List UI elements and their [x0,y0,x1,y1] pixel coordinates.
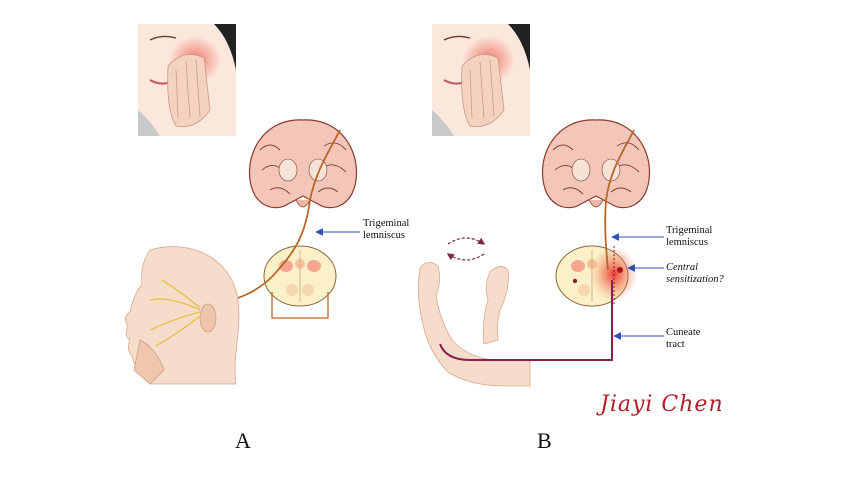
label-central-sensitization: Central sensitization? [666,262,724,285]
panel-b [418,24,664,387]
panel-letter-b: B [537,428,552,453]
face-pain-icon [432,24,530,136]
rotation-arrow-icon [446,237,486,261]
label-trigeminal-lemniscus-a: Trigeminal lemniscus [363,218,410,241]
spinal-segment-bracket [271,292,329,319]
trigeminal-pathway [604,129,635,271]
label-trigeminal-lemniscus-b: Trigeminal lemniscus [666,225,713,248]
panel-a [125,24,360,385]
head-profile-icon [125,246,240,385]
brainstem-section-icon [263,245,337,307]
panel-letter-a: A [235,428,251,453]
trigeminal-pathway [209,129,341,306]
brain-section-icon [248,119,358,209]
cuneate-pathway [439,280,613,361]
artist-signature: Jiayi Chen [600,392,724,417]
brain-section-icon [541,119,651,209]
face-pain-icon [138,24,236,136]
arm-icon [418,262,531,387]
sensitization-focus [617,267,623,273]
label-cuneate-tract: Cuneate tract [666,327,701,350]
